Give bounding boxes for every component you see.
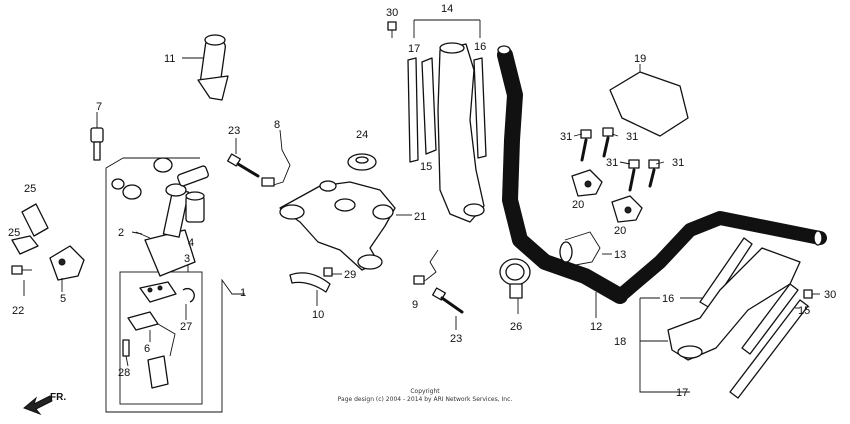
ignition-assembly-group [11,34,245,413]
callout-6: 6 [144,343,150,355]
strip-part-17-upper [407,57,419,163]
callout-25-upper: 25 [24,183,36,195]
callout-22: 22 [12,305,24,317]
switch-housing-part-5 [11,203,85,281]
callout-31-a: 31 [560,131,572,143]
contact-base-group [122,281,195,389]
callout-12: 12 [590,321,602,333]
holder-part-20-lower [611,195,643,223]
handlebar-upper-body [437,43,485,223]
callout-16-lower: 16 [662,293,674,305]
callout-15-lower: 15 [798,305,810,317]
callout-26: 26 [510,321,522,333]
left-handlebar-group [387,19,487,223]
callout-17-upper: 17 [408,43,420,55]
callout-11: 11 [164,53,175,65]
copyright-notice: Copyright Page design (c) 2004 - 2014 by… [338,388,513,403]
callout-4: 4 [188,237,194,249]
handle-part-11 [182,34,229,101]
callout-15-upper: 15 [420,161,432,173]
callout-29: 29 [344,269,356,281]
grommet-part-24 [347,153,377,171]
callout-27: 27 [180,321,192,333]
callout-31-d: 31 [672,157,684,169]
callout-13: 13 [614,249,626,261]
holder-part-20-upper [571,169,603,197]
callout-25-lower: 25 [8,227,20,239]
callout-24: 24 [356,129,368,141]
key-part-7 [90,112,104,161]
bolt-part-23-bottom [432,287,464,330]
bolt-part-30-right [803,289,820,299]
bolt-part-23-top [227,153,260,178]
callout-23-bottom: 23 [450,333,462,345]
top-bridge-part-21 [279,181,396,271]
bracket-16-18-17 [639,298,690,393]
callout-30-top: 30 [386,7,398,19]
strip-part-16-upper [473,57,487,159]
callout-20-upper: 20 [572,199,584,211]
callout-31-b: 31 [626,131,638,143]
strip-part-16-lower [699,237,753,309]
callout-2: 2 [118,227,124,239]
callout-30-right: 30 [824,289,836,301]
callout-5: 5 [60,293,66,305]
callout-16-upper: 16 [474,41,486,53]
callout-28: 28 [118,367,130,379]
copyright-line-1: Copyright [410,388,440,395]
clamp-part-13 [559,231,612,267]
clip-part-9 [413,249,439,285]
callout-3: 3 [184,253,190,265]
callout-19: 19 [634,53,646,65]
screw-part-29 [323,267,342,277]
strip-part-17-lower [729,299,809,399]
front-direction-arrow: FR. [23,392,66,416]
callout-9: 9 [412,299,418,311]
copyright-line-2: Page design (c) 2004 - 2014 by ARI Netwo… [338,396,513,403]
callout-1: 1 [240,287,246,299]
callout-21: 21 [414,211,426,223]
callout-31-c: 31 [606,157,618,169]
callout-23-top: 23 [228,125,240,137]
bolt-part-30-top [387,21,397,38]
callout-7: 7 [96,101,102,113]
switch-body-part-2 [111,157,209,277]
front-direction-label: FR. [50,392,66,403]
callout-8: 8 [274,119,280,131]
callout-20-lower: 20 [614,225,626,237]
callout-labels: 1 2 3 4 5 6 7 8 9 10 11 12 13 14 15 15 1… [8,3,836,399]
callout-leaders [23,133,665,367]
bolts-part-31 [580,127,660,192]
collar-part-26 [499,258,531,314]
band-part-10 [289,272,331,293]
strip-part-15-lower [741,283,799,355]
callout-18: 18 [614,336,626,348]
top-bridge-group [227,129,464,330]
holder-cover-part-19 [609,64,689,137]
strip-part-15-upper [421,57,437,155]
callout-10: 10 [312,309,324,321]
cylinder-part-4 [185,191,205,223]
clip-part-8 [261,129,291,187]
bracket-1 [105,157,245,413]
callout-14: 14 [441,3,453,15]
callout-17-lower: 17 [676,387,688,399]
handlebar-tube-group [497,45,827,399]
